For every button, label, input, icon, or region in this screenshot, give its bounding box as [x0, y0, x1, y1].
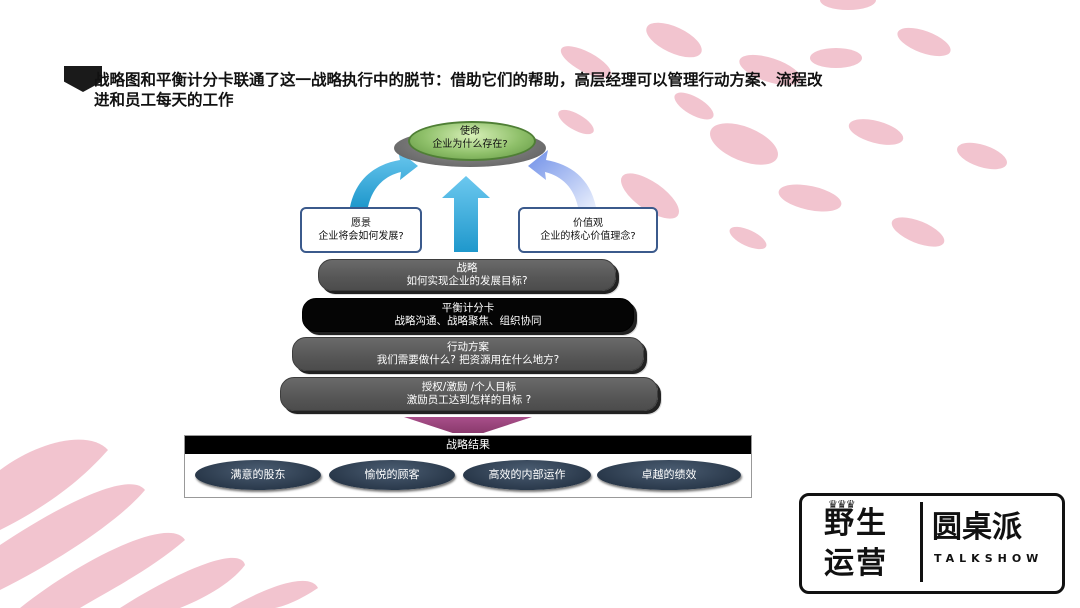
mission-node: 使命 企业为什么存在?	[394, 119, 546, 167]
outcome-shareholders: 满意的股东	[195, 460, 321, 490]
values-arrow	[528, 150, 596, 207]
vision-box: 愿景 企业将会如何发展?	[300, 207, 422, 253]
tier-question: 我们需要做什么? 把资源用在什么地方?	[376, 354, 560, 366]
vision-label: 愿景	[351, 218, 371, 229]
tier-label: 授权/激励 /个人目标	[421, 381, 517, 393]
strategy-results-panel: 战略结果 满意的股东 愉悦的顾客 高效的内部运作 卓越的绩效	[184, 435, 752, 498]
logo-subtext: TALKSHOW	[934, 552, 1044, 565]
crown-icon: ♛♛♛	[828, 498, 856, 511]
tier-question: 战略沟通、战略聚焦、组织协同	[394, 315, 542, 327]
tier-action-plan: 行动方案 我们需要做什么? 把资源用在什么地方?	[292, 337, 644, 371]
tier-label: 平衡计分卡	[441, 302, 495, 314]
tier-strategy: 战略 如何实现企业的发展目标?	[318, 259, 616, 291]
values-label: 价值观	[573, 218, 603, 229]
strategy-arrow	[442, 176, 490, 252]
logo-left-text: 野生 运营	[824, 504, 916, 584]
outcome-performance: 卓越的绩效	[597, 460, 741, 490]
mission-label: 使命	[460, 126, 480, 137]
vision-question: 企业将会如何发展?	[318, 231, 404, 242]
results-header: 战略结果	[185, 436, 751, 454]
values-box: 价值观 企业的核心价值理念?	[518, 207, 658, 253]
brand-logo: ♛♛♛ 野生 运营 圆桌派 TALKSHOW	[799, 493, 1065, 594]
vision-arrow	[350, 150, 418, 207]
logo-left-bottom: 运营	[824, 546, 888, 581]
outcome-operations: 高效的内部运作	[463, 460, 591, 490]
page-title: 战略图和平衡计分卡联通了这一战略执行中的脱节：借助它们的帮助，高层经理可以管理行…	[94, 71, 823, 109]
logo-divider	[920, 502, 923, 582]
logo-right-text: 圆桌派	[932, 510, 1022, 545]
mission-question: 企业为什么存在?	[432, 139, 508, 150]
tier-question: 如何实现企业的发展目标?	[406, 275, 528, 287]
tier-question: 激励员工达到怎样的目标 ?	[406, 394, 532, 406]
outcome-customers: 愉悦的顾客	[329, 460, 455, 490]
tier-balanced-scorecard: 平衡计分卡 战略沟通、战略聚焦、组织协同	[302, 298, 634, 332]
tier-empowerment: 授权/激励 /个人目标 激励员工达到怎样的目标 ?	[280, 377, 658, 411]
tier-label: 行动方案	[447, 341, 489, 353]
logo-left-top: 野生	[824, 506, 888, 541]
values-question: 企业的核心价值理念?	[540, 231, 636, 242]
tier-label: 战略	[456, 262, 478, 274]
